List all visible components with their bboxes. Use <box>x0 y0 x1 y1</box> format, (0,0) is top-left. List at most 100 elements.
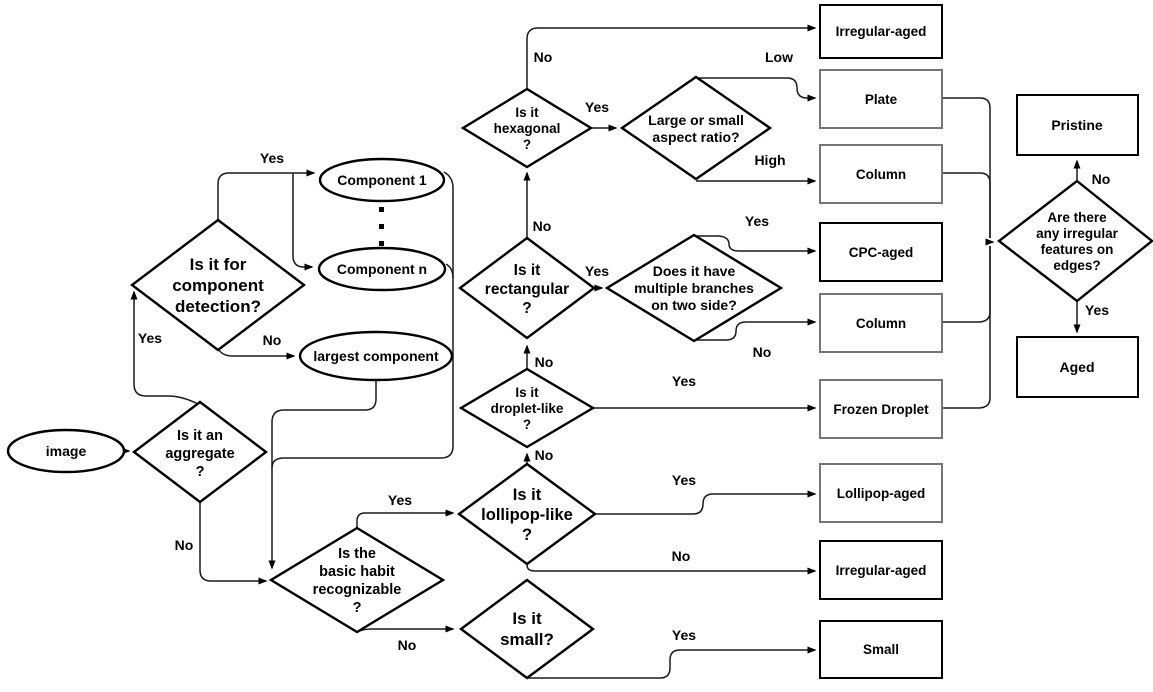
node-irregular-aged-2: Irregular-aged <box>819 540 943 600</box>
largest-component-oval <box>298 330 454 382</box>
column-2-label: Column <box>856 316 906 331</box>
edge-label-lollipop-no-up: No <box>535 447 554 463</box>
edge-label-small-yes: Yes <box>672 627 696 643</box>
ellipsis-dot <box>379 224 384 229</box>
lollipop-aged-box <box>819 463 943 523</box>
small-question-line: small? <box>500 630 554 649</box>
edge-aggregate-no <box>199 502 268 585</box>
aggregate-line: Is it an <box>177 428 223 444</box>
image-label: image <box>46 443 87 459</box>
edge-label-aggregate-yes: Yes <box>138 330 162 346</box>
component-n-oval <box>317 246 447 292</box>
irregular-edges-line: features on <box>1041 242 1114 257</box>
edge-label-comp-detect-yes: Yes <box>260 150 284 166</box>
node-aspect-ratio: Large or small aspect ratio? <box>619 75 773 181</box>
rectangular-line: ? <box>522 300 531 317</box>
edge-label-rectangular-no: No <box>533 218 552 234</box>
lollipop-aged-label: Lollipop-aged <box>837 486 926 501</box>
edge-compdetect-no <box>218 349 296 360</box>
edge-label-branches-no: No <box>753 344 772 360</box>
node-irregular-aged-1: Irregular-aged <box>819 4 943 59</box>
irregular-aged-2-label: Irregular-aged <box>836 563 927 578</box>
basic-habit-line: basic habit <box>319 564 395 580</box>
ellipsis-dot <box>379 241 384 246</box>
node-cpc-aged: CPC-aged <box>819 222 943 282</box>
edge-label-edges-yes: Yes <box>1085 302 1109 318</box>
node-irregular-edges: Are there any irregular features on edge… <box>997 179 1153 303</box>
node-branches: Does it have multiple branches on two si… <box>604 233 784 343</box>
node-comp-detect: Is it for component detection? <box>130 218 306 352</box>
edge-label-hexagonal-yes: Yes <box>585 99 609 115</box>
node-aggregate: Is it an aggregate ? <box>132 400 268 504</box>
irregular-aged-1-label: Irregular-aged <box>836 24 927 39</box>
small-question-line: Is it <box>512 609 542 628</box>
basic-habit-line: Is the <box>338 546 376 562</box>
largest-component-label: largest component <box>313 348 439 364</box>
edge-column2-trunk <box>943 246 991 323</box>
component-1-oval <box>318 157 446 203</box>
node-small: Small <box>819 620 943 679</box>
hexagonal-line: ? <box>523 137 531 152</box>
node-aged: Aged <box>1016 336 1139 398</box>
edge-branches-no <box>693 318 817 341</box>
basic-habit-line: recognizable <box>313 582 402 598</box>
edge-label-aspect-high: High <box>754 152 785 168</box>
pristine-label: Pristine <box>1051 117 1103 133</box>
edge-label-droplet-no: No <box>535 354 554 370</box>
column-2-box <box>819 293 943 353</box>
node-pristine: Pristine <box>1016 94 1139 156</box>
edge-hexagonal-no <box>526 24 817 89</box>
ellipsis-dot <box>379 207 384 212</box>
column-1-box <box>819 144 943 204</box>
rectangular-line: rectangular <box>485 281 569 298</box>
droplet-line: Is it <box>515 385 539 400</box>
branches-line: on two side? <box>651 297 737 313</box>
aspect-ratio-diamond <box>619 75 773 181</box>
edge-label-branches-yes: Yes <box>745 213 769 229</box>
edge-column1-trunk <box>943 172 991 238</box>
hexagonal-line: hexagonal <box>494 121 561 136</box>
lollipop-line: lollipop-like <box>481 506 573 524</box>
comp-detect-line: detection? <box>175 297 261 316</box>
edge-plate-trunk <box>942 97 991 238</box>
edge-label-edges-no: No <box>1092 171 1111 187</box>
comp-detect-line: Is it for <box>190 255 247 274</box>
small-box <box>819 620 943 679</box>
edge-label-aspect-low: Low <box>765 49 793 65</box>
plate-label: Plate <box>865 92 898 107</box>
edge-small-yes <box>527 646 817 679</box>
droplet-line: droplet-like <box>491 401 564 416</box>
node-hexagonal: Is it hexagonal ? <box>460 87 594 169</box>
edge-label-lollipop-no-right: No <box>672 548 691 564</box>
cpc-aged-box <box>819 222 943 282</box>
vertical-ellipsis <box>379 207 384 246</box>
irregular-edges-line: any irregular <box>1036 226 1119 241</box>
edge-label-aggregate-no: No <box>175 537 194 553</box>
node-small-question: Is it small? <box>458 578 596 680</box>
edge-aspect-low <box>697 77 817 102</box>
node-largest-component: largest component <box>298 330 454 382</box>
component-1-label: Component 1 <box>337 172 427 188</box>
hexagonal-diamond <box>460 87 594 169</box>
branches-diamond <box>604 233 784 343</box>
irregular-aged-1-box <box>819 4 943 59</box>
frozen-droplet-label: Frozen Droplet <box>833 402 929 417</box>
edge-label-rectangular-yes: Yes <box>585 263 609 279</box>
frozen-droplet-box <box>819 379 943 439</box>
lollipop-diamond <box>456 462 598 566</box>
node-plate: Plate <box>819 69 943 129</box>
droplet-line: ? <box>523 417 531 432</box>
component-n-label: Component n <box>337 261 427 277</box>
edge-aggregate-yes <box>130 290 199 405</box>
edge-branches-yes <box>695 235 817 255</box>
edge-label-hexagonal-no: No <box>534 49 553 65</box>
aggregate-line: aggregate <box>165 446 234 462</box>
plate-box <box>819 69 943 129</box>
edge-basichabit-no <box>357 625 455 633</box>
droplet-diamond <box>458 367 596 449</box>
edge-label-comp-detect-no: No <box>263 332 282 348</box>
node-basic-habit: Is the basic habit recognizable ? <box>268 526 446 634</box>
edge-compdetect-yes-n <box>292 173 314 271</box>
